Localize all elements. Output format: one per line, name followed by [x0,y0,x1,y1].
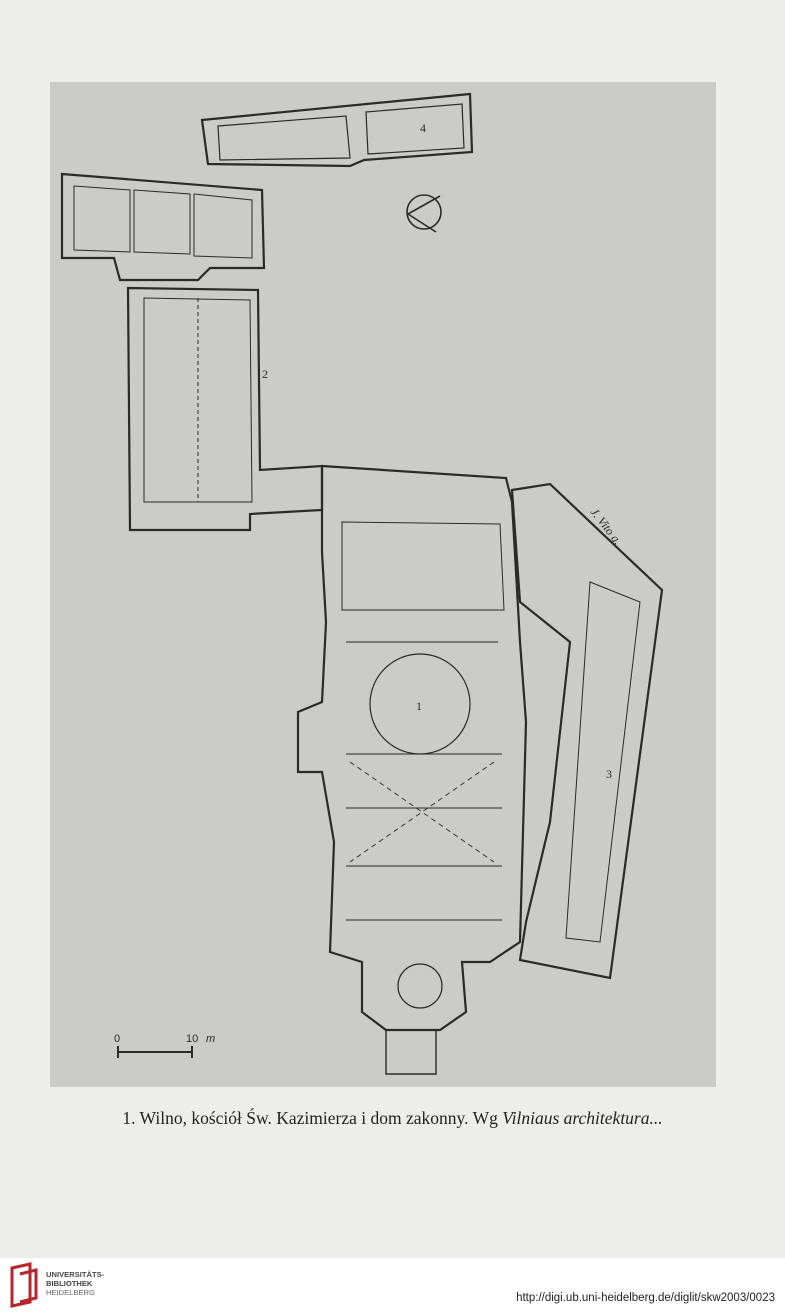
scale-start: 0 [114,1033,120,1045]
figure-caption: 1. Wilno, kościół Św. Kazimierza i dom z… [0,1108,785,1129]
north-arrow-icon [406,194,442,233]
annex-outline [200,92,474,168]
label-wing-north: 2 [262,367,268,381]
source-url-link[interactable]: http://digi.ub.uni-heidelberg.de/diglit/… [516,1292,775,1304]
floor-plan-figure: 4 2 1 3 J. Vito g. 0 10 m [50,82,716,1087]
label-church: 1 [416,699,422,713]
library-footer [0,1258,785,1314]
institution-line-1: UNIVERSITÄTS- [46,1270,105,1279]
label-wing-east: 3 [606,767,612,781]
church-outline [296,464,528,1032]
scale-unit: m [206,1033,215,1045]
label-annex: 4 [420,121,426,135]
wing-3-outline [510,482,664,980]
institution-name: UNIVERSITÄTS- BIBLIOTHEK HEIDELBERG [46,1270,104,1297]
caption-text: 1. Wilno, kościół Św. Kazimierza i dom z… [122,1108,503,1128]
floor-plan-drawing: 4 2 1 3 J. Vito g. 0 10 m [60,92,664,1075]
heidelberg-library-logo-icon [10,1262,38,1308]
wing-2-long [126,286,324,532]
wing-2-upper [60,172,266,282]
institution-line-2: BIBLIOTHEK [46,1279,93,1288]
scale-bar: 0 10 m [114,1033,215,1058]
institution-line-3: HEIDELBERG [46,1288,95,1297]
caption-source: Vilniaus architektura... [502,1108,663,1128]
scale-end: 10 [186,1033,198,1045]
